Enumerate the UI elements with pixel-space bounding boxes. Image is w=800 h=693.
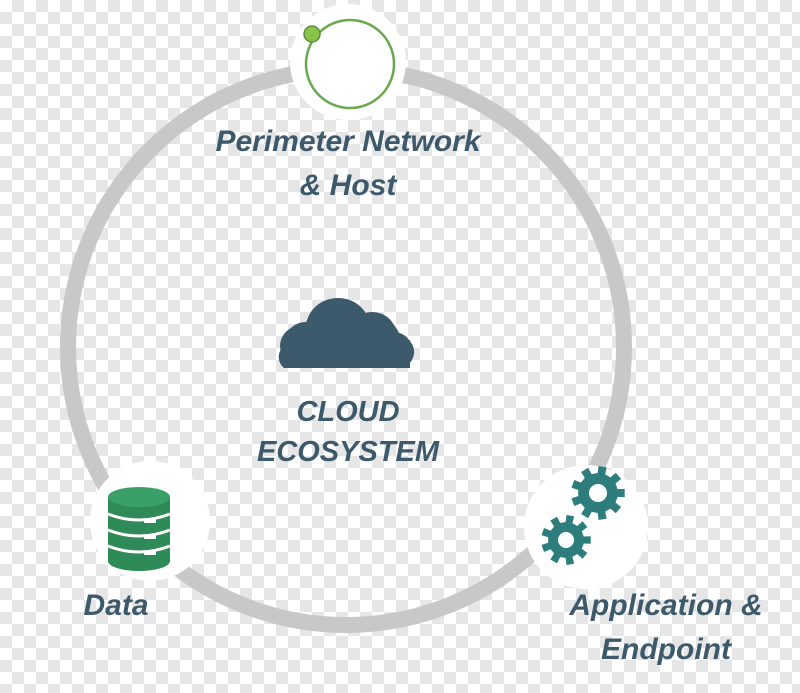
gear-hole (558, 532, 574, 548)
database-icon (107, 487, 171, 571)
application-label-line2: Endpoint (601, 633, 731, 666)
gear-icon (541, 515, 591, 565)
perimeter-label-line1: Perimeter Network (215, 125, 481, 158)
gears-icon (541, 466, 625, 565)
data-label: Data (66, 584, 166, 628)
application-node (524, 465, 648, 589)
center-label-line2: ECOSYSTEM (256, 436, 440, 468)
data-label-line1: Data (83, 589, 149, 622)
orbit-icon (303, 18, 396, 110)
application-label-line1: Application & (569, 589, 763, 622)
cloud-icon (278, 298, 415, 369)
perimeter-node (290, 4, 406, 120)
center-label: CLOUD ECOSYSTEM (200, 392, 496, 472)
gear-icon (571, 466, 625, 520)
perimeter-label-line2: & Host (299, 169, 397, 202)
gear-hole (589, 484, 607, 502)
center-label-line1: CLOUD (296, 396, 400, 428)
data-node (90, 461, 210, 581)
application-label: Application & Endpoint (546, 584, 786, 672)
perimeter-label: Perimeter Network & Host (198, 120, 498, 208)
